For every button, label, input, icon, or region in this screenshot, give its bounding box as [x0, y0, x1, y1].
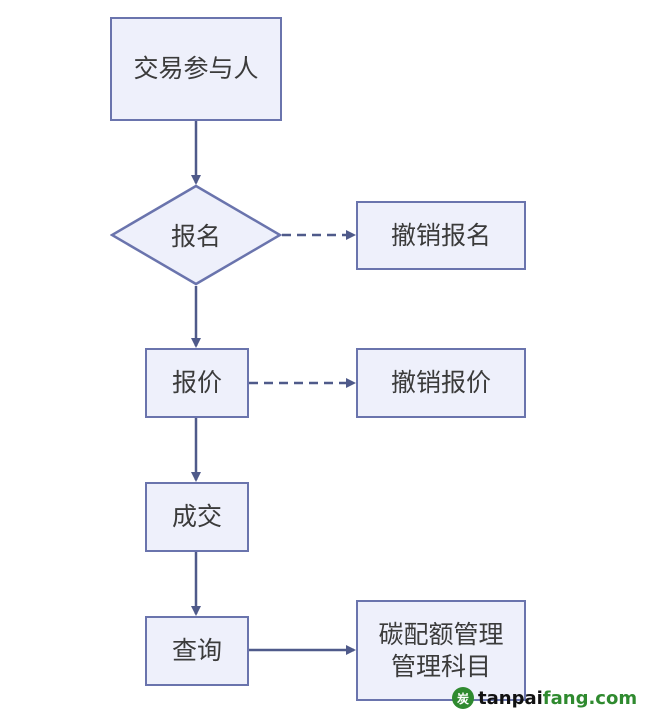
node-query: 查询: [145, 616, 249, 686]
node-cancel-register-label: 撤销报名: [390, 220, 491, 250]
node-quota-mgmt-line1: 碳配额管理: [378, 619, 504, 649]
node-cancel-register: 撤销报名: [356, 201, 526, 270]
node-deal: 成交: [145, 482, 249, 552]
node-quota-mgmt-line2: 管理科目: [390, 651, 491, 681]
watermark: 炭 tanpaifang.com: [452, 684, 637, 712]
node-cancel-quote-label: 撤销报价: [390, 368, 491, 397]
node-query-label: 查询: [171, 636, 222, 665]
node-participant: 交易参与人: [110, 17, 282, 121]
watermark-text-prefix: tanpai: [478, 687, 543, 709]
watermark-logo-icon: 炭: [452, 687, 474, 709]
node-cancel-quote: 撤销报价: [356, 348, 526, 418]
node-deal-label: 成交: [171, 502, 222, 531]
node-register-label: 报名: [170, 222, 221, 251]
watermark-text-suffix: fang.com: [542, 687, 638, 709]
node-participant-label: 交易参与人: [133, 54, 259, 83]
node-register-decision: 报名: [110, 184, 282, 286]
decision-diamond-shape: [110, 184, 282, 286]
node-quota-management: 碳配额管理 管理科目: [356, 600, 526, 701]
watermark-text: tanpaifang.com: [478, 688, 637, 709]
node-quote-label: 报价: [171, 368, 222, 397]
node-quote: 报价: [145, 348, 249, 418]
